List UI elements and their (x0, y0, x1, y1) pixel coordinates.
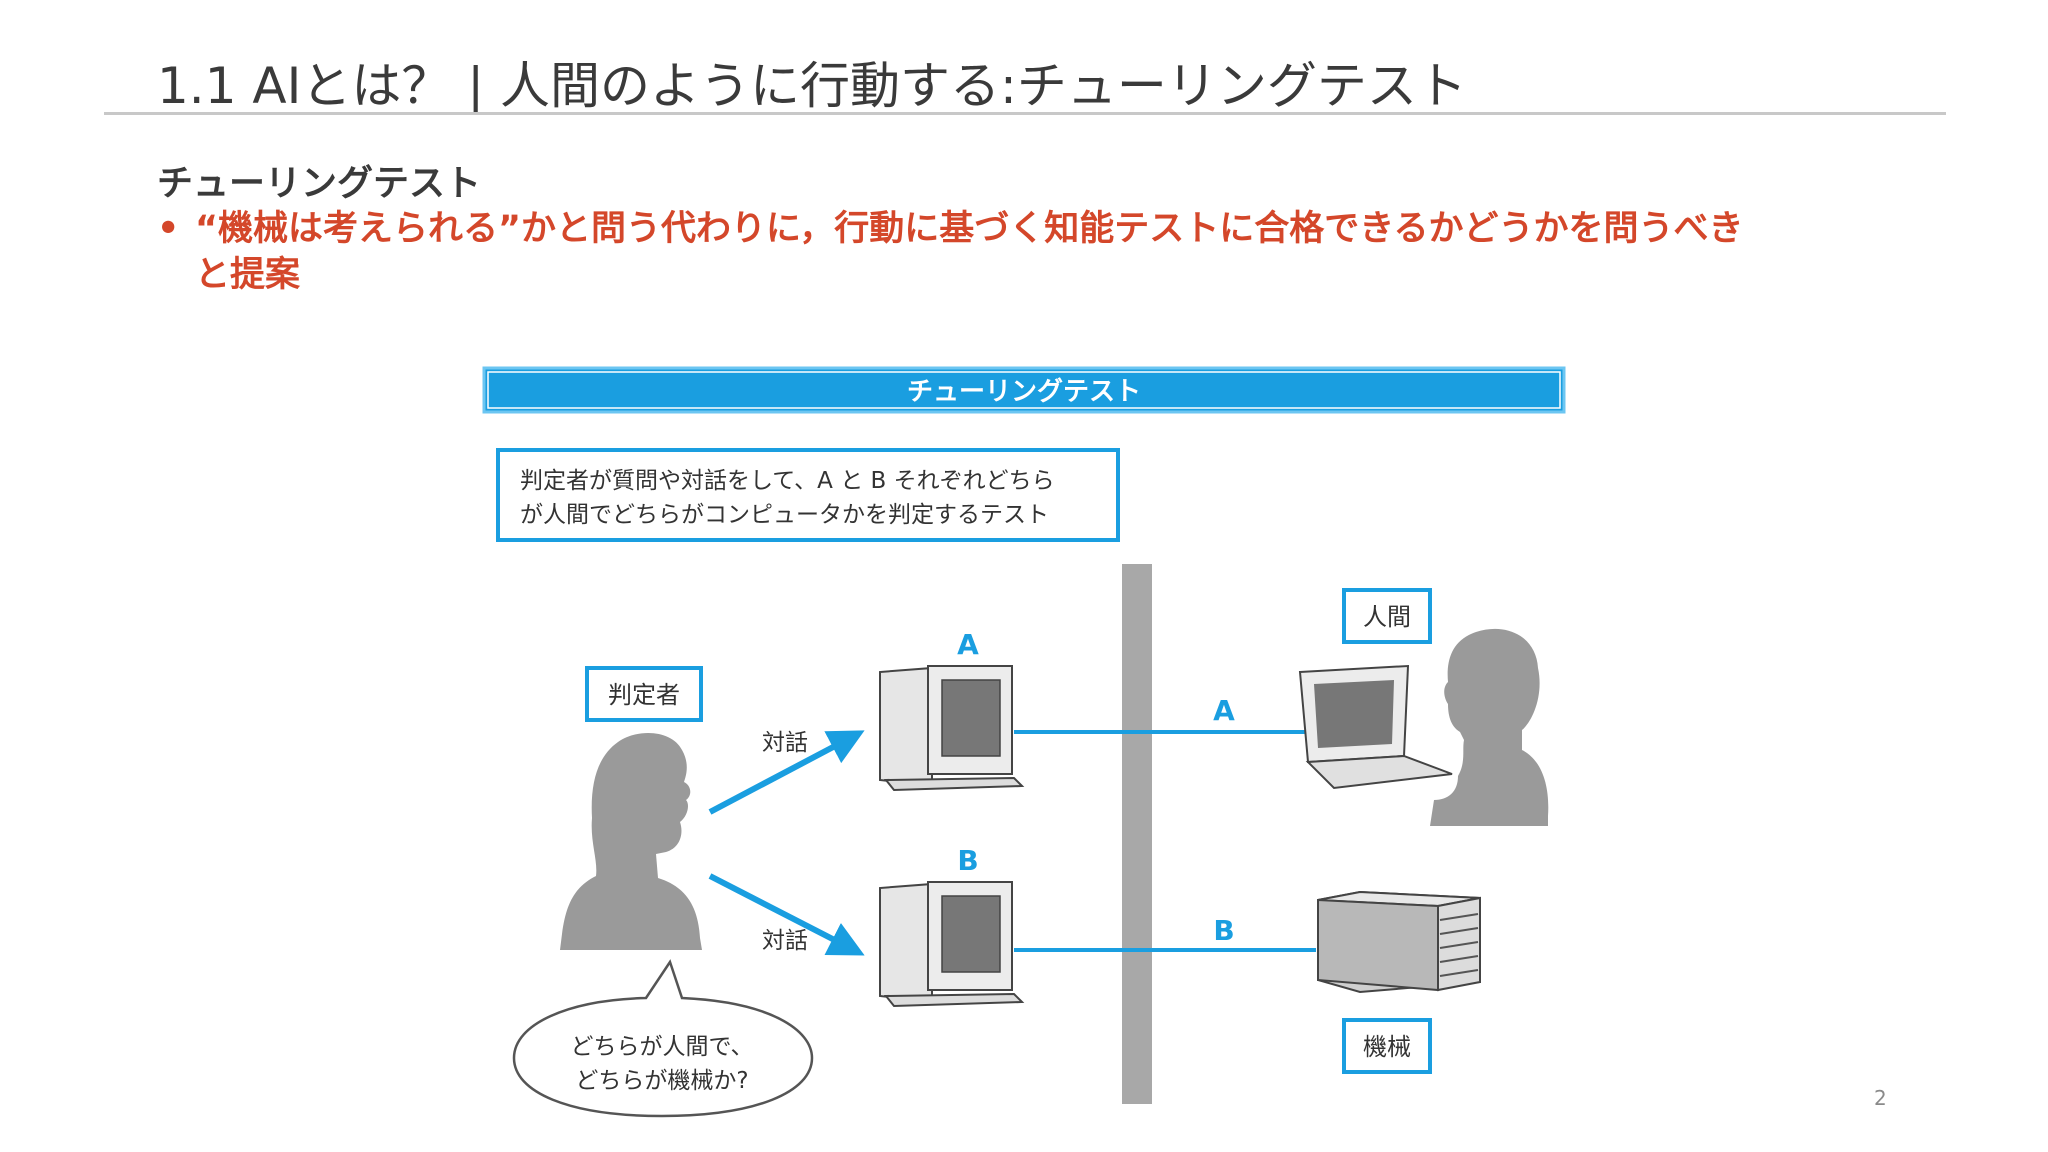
dialogue-label-bottom: 対話 (762, 928, 808, 954)
human-silhouette (1430, 628, 1549, 826)
judge-silhouette (560, 732, 702, 950)
description-line-2: が人間でどちらがコンピュータかを判定するテスト (520, 502, 1049, 528)
dialogue-label-top: 対話 (762, 730, 808, 756)
machine-label-box: 機械 (1342, 1018, 1432, 1074)
page-number: 2 (1874, 1086, 1887, 1110)
link-a-label: A (1213, 694, 1235, 727)
figure-banner: チューリングテスト (482, 366, 1566, 414)
terminal-a-label: A (957, 628, 979, 661)
description-line-1: 判定者が質問や対話をして、A と B それぞれどちら (520, 468, 1055, 494)
terminal-b-label: B (957, 844, 978, 877)
speech-line-1: どちらが人間で、 (570, 1034, 753, 1060)
bullet-marker: • (157, 209, 180, 249)
terminal-a-computer (879, 665, 1025, 792)
judge-speech-bubble: どちらが人間で、 どちらが機械か? (512, 959, 814, 1118)
section-heading: チューリングテスト (157, 163, 482, 204)
human-label: 人間 (1363, 603, 1411, 631)
dialogue-arrow-top (708, 730, 865, 815)
speech-line-2: どちらが機械か? (575, 1068, 748, 1094)
judge-label-box: 判定者 (585, 666, 703, 722)
dialogue-arrow-bottom (708, 873, 865, 956)
machine-label: 機械 (1363, 1033, 1411, 1061)
bullet-text: “機械は考えられる”かと問う代わりに，行動に基づく知能テストに合格できるかどうか… (195, 209, 1744, 295)
human-laptop (1298, 664, 1453, 790)
judge-label: 判定者 (608, 681, 680, 709)
machine-server (1317, 890, 1481, 994)
human-label-box: 人間 (1342, 588, 1432, 644)
terminal-b-computer (879, 881, 1025, 1008)
divider-wall (1122, 564, 1152, 1104)
turing-test-diagram: チューリングテスト 判定者が質問や対話をして、A と B それぞれどちら が人間… (482, 366, 1566, 1118)
slide-title: 1.1 AIとは？ | 人間のように行動する:チューリングテスト (157, 57, 1467, 115)
link-b-label: B (1213, 914, 1234, 947)
description-box: 判定者が質問や対話をして、A と B それぞれどちら が人間でどちらがコンピュー… (496, 448, 1120, 542)
figure-banner-title: チューリングテスト (907, 377, 1141, 407)
title-divider (104, 112, 1946, 115)
bullet-item: • “機械は考えられる”かと問う代わりに，行動に基づく知能テストに合格できるかど… (157, 206, 1757, 298)
